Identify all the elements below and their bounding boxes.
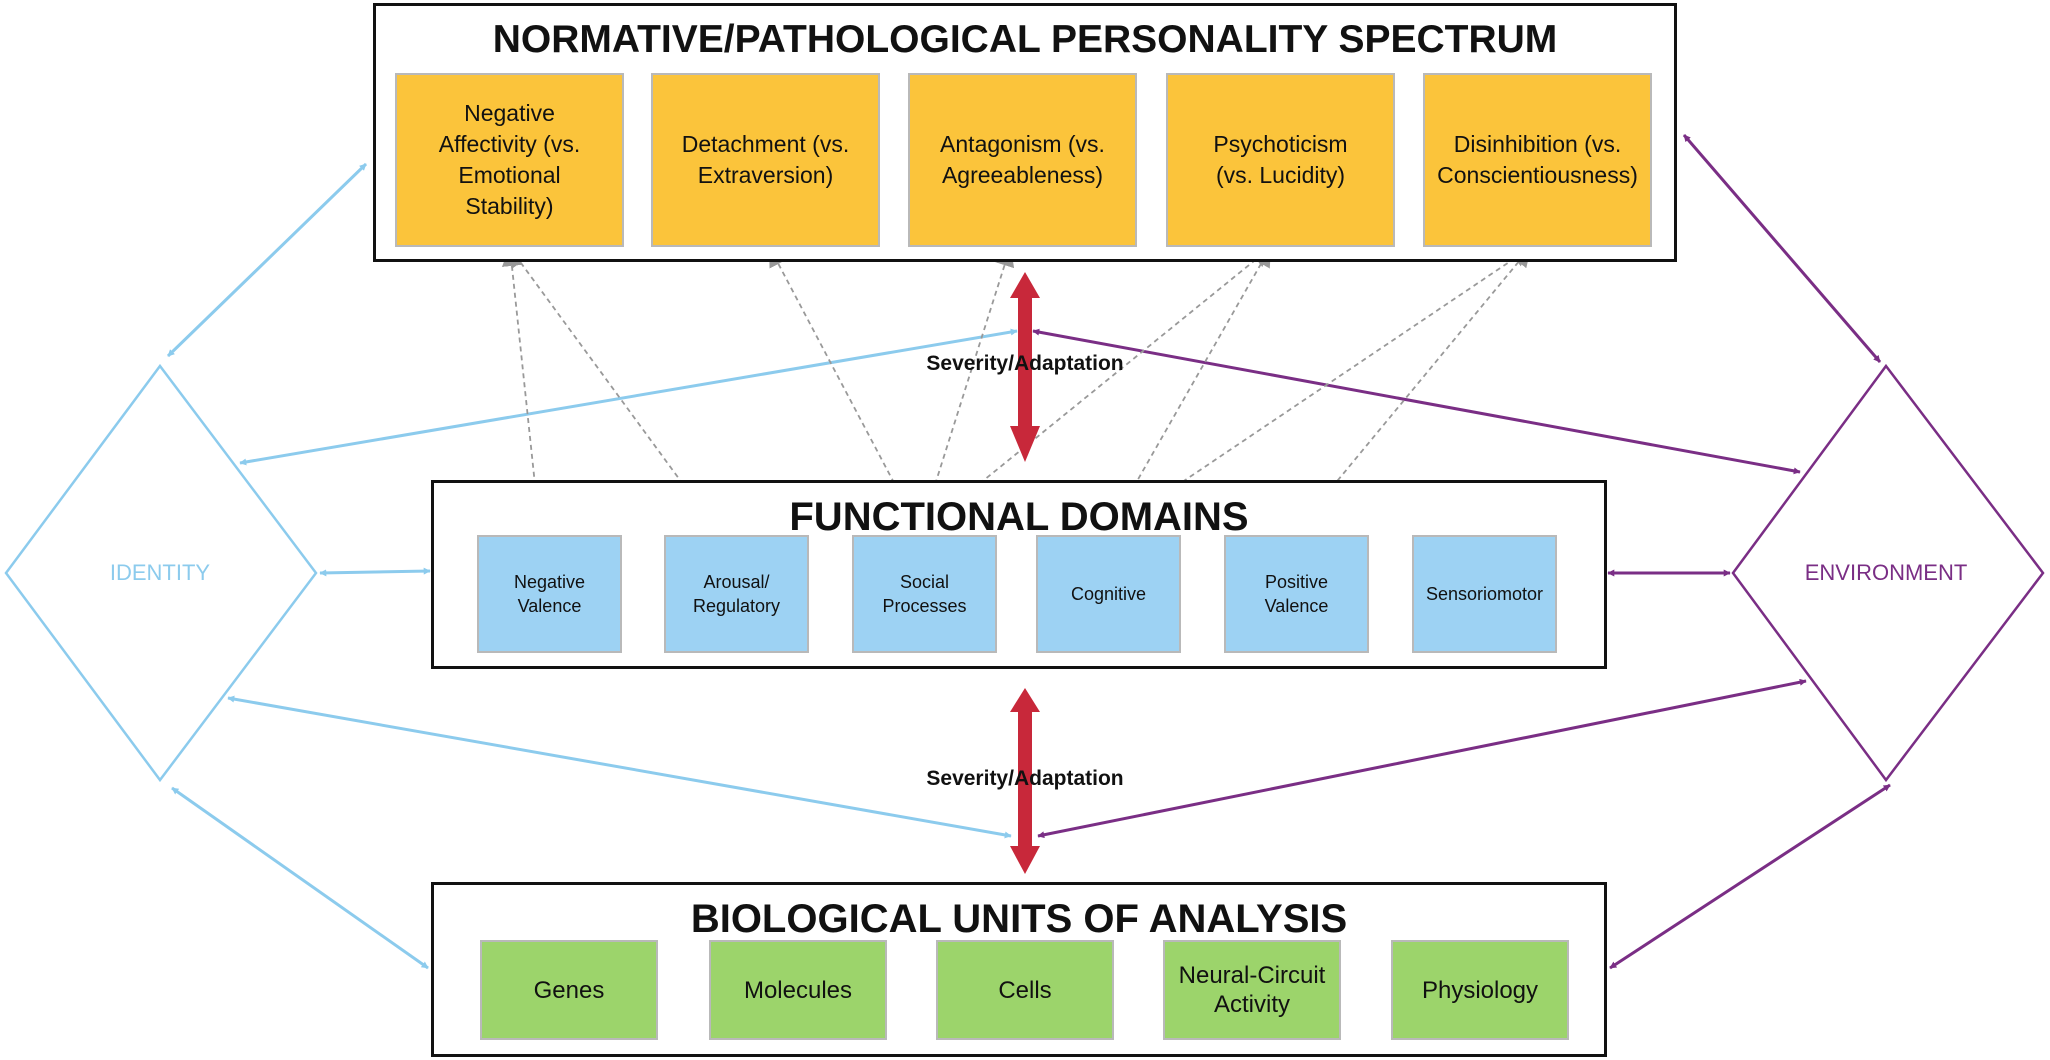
section-title-biological: BIOLOGICAL UNITS OF ANALYSIS xyxy=(690,897,1348,941)
domain-sensoriomotor: Sensoriomotor xyxy=(1412,535,1557,653)
identity-to-spectrum-arrow xyxy=(166,162,368,358)
section-title-spectrum: NORMATIVE/PATHOLOGICAL PERSONALITY SPECT… xyxy=(492,18,1558,61)
personality-spectrum-panel: NORMATIVE/PATHOLOGICAL PERSONALITY SPECT… xyxy=(373,3,1677,262)
unit-physiology: Physiology xyxy=(1391,940,1569,1040)
upper-severity-arrow xyxy=(1010,272,1040,462)
unit-molecules: Molecules xyxy=(709,940,887,1040)
environment-to-upper-severity-arrow xyxy=(1032,328,1801,475)
environment-label: ENVIRONMENT xyxy=(1804,560,1968,585)
identity-to-biological-arrow xyxy=(171,786,429,970)
identity-to-upper-severity-arrow xyxy=(239,328,1018,466)
trait-antagonism: Antagonism (vs. Agreeableness) xyxy=(908,73,1137,247)
environment-to-biological-arrow xyxy=(1609,783,1891,970)
domain-arousal-regulatory: Arousal/ Regulatory xyxy=(664,535,809,653)
unit-genes: Genes xyxy=(480,940,658,1040)
severity-label-lower: Severity/Adaptation xyxy=(926,767,1124,790)
link-negative-affectivity-arousal xyxy=(508,246,720,534)
environment-diamond xyxy=(1731,363,2045,783)
identity-label: IDENTITY xyxy=(109,560,211,585)
functional-domains-panel: FUNCTIONAL DOMAINS Negative Valence Arou… xyxy=(431,480,1607,669)
domain-cognitive: Cognitive xyxy=(1036,535,1181,653)
link-antagonism-social xyxy=(919,246,1015,533)
identity-diamond xyxy=(4,363,318,783)
domain-positive-valence: Positive Valence xyxy=(1224,535,1369,653)
environment-to-lower-severity-arrow xyxy=(1037,678,1807,839)
biological-units-panel: BIOLOGICAL UNITS OF ANALYSIS Genes Molec… xyxy=(431,882,1607,1057)
section-title-functional: FUNCTIONAL DOMAINS xyxy=(789,495,1249,539)
domain-social-processes: Social Processes xyxy=(852,535,997,653)
unit-cells: Cells xyxy=(936,940,1114,1040)
link-psychoticism-social xyxy=(919,246,1272,533)
environment-to-spectrum-arrow xyxy=(1682,134,1882,363)
trait-negative-affectivity: Negative Affectivity (vs. Emotional Stab… xyxy=(395,73,624,247)
domain-negative-valence: Negative Valence xyxy=(477,535,622,653)
lower-severity-arrow xyxy=(1010,688,1040,874)
severity-label-upper: Severity/Adaptation xyxy=(926,352,1124,375)
identity-to-functional-arrow xyxy=(319,567,431,577)
trait-psychoticism: Psychoticism (vs. Lucidity) xyxy=(1166,73,1395,247)
identity-to-lower-severity-arrow xyxy=(227,695,1012,839)
trait-disinhibition: Disinhibition (vs. Conscientiousness) xyxy=(1423,73,1652,247)
trait-detachment: Detachment (vs. Extraversion) xyxy=(651,73,880,247)
unit-neural-circuit-activity: Neural-Circuit Activity xyxy=(1163,940,1341,1040)
